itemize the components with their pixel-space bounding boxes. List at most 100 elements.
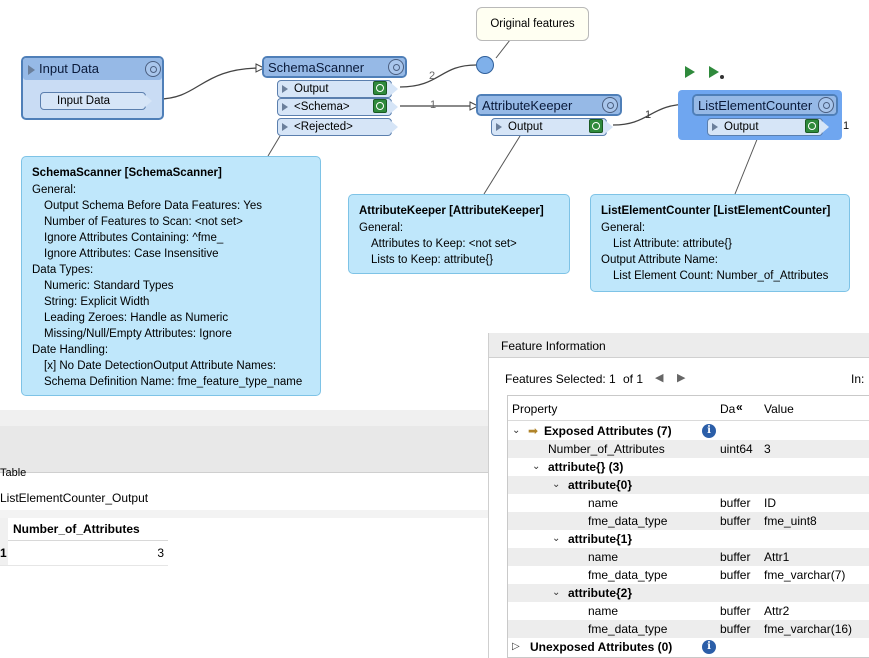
connection-count: 2 — [429, 70, 436, 82]
input-data-port[interactable]: Input Data — [40, 92, 152, 110]
selected-index: 1 — [609, 372, 616, 386]
property-name: name — [588, 604, 619, 618]
gear-icon[interactable] — [145, 61, 161, 77]
attribute-type: buffer — [720, 550, 751, 564]
run-to-icon[interactable] — [683, 64, 697, 80]
connection-lines — [157, 39, 759, 195]
attribute-type: uint64 — [720, 442, 753, 456]
input-data-transformer[interactable]: Input Data Input Data — [21, 56, 164, 120]
collapse-icon[interactable]: ⌄ — [532, 461, 541, 472]
tree-row[interactable]: ⌄ attribute{2} — [508, 584, 869, 602]
gear-icon[interactable] — [818, 97, 834, 113]
property-name: name — [588, 496, 619, 510]
attributekeeper-transformer[interactable]: AttributeKeeper — [476, 94, 622, 116]
listelementcounter-transformer[interactable]: ListElementCounter — [692, 94, 838, 116]
annotation-line: Ignore Attributes: Case Insensitive — [44, 248, 219, 260]
property-name: Unexposed Attributes (0) — [530, 640, 673, 654]
annotation-line: Data Types: — [32, 264, 94, 276]
attributekeeper-output-port[interactable]: Output — [491, 118, 613, 136]
annotation-line: General: — [601, 222, 646, 234]
property-name: Exposed Attributes (7) — [544, 424, 672, 438]
inspect-icon[interactable] — [373, 99, 387, 113]
attribute-value: fme_uint8 — [764, 514, 817, 528]
gear-icon[interactable] — [388, 59, 404, 75]
listelementcounter-title: ListElementCounter — [698, 98, 813, 113]
gear-icon[interactable] — [602, 97, 618, 113]
exposed-attributes-icon: ➡ — [528, 424, 539, 438]
schemascanner-schema-port[interactable]: <Schema> — [277, 98, 398, 116]
schemascanner-output-port[interactable]: Output — [277, 80, 398, 98]
tree-row[interactable]: ⌄ attribute{} (3) — [508, 458, 869, 476]
info-icon[interactable]: i — [702, 424, 716, 438]
property-name: attribute{2} — [568, 586, 633, 600]
inspect-icon[interactable] — [589, 119, 603, 133]
schemascanner-rejected-port[interactable]: <Rejected> — [277, 118, 398, 136]
type-column-header[interactable]: Da — [720, 402, 736, 416]
attribute-value: Attr2 — [764, 604, 790, 618]
dataset-tab[interactable]: ListElementCounter_Output — [0, 486, 488, 511]
annotation-line: String: Explicit Width — [44, 296, 150, 308]
property-name: attribute{} (3) — [548, 460, 624, 474]
cell-value: 3 — [157, 546, 164, 560]
inspect-icon[interactable] — [805, 119, 819, 133]
collapse-icon[interactable]: ⌄ — [552, 533, 561, 544]
inspect-icon[interactable] — [373, 81, 387, 95]
collapse-icon[interactable]: ⌄ — [552, 479, 561, 490]
attribute-value: 3 — [764, 442, 771, 456]
property-name: fme_data_type — [588, 514, 668, 528]
tree-row[interactable]: ▷ Unexposed Attributes (0) i — [508, 638, 869, 656]
expand-icon[interactable] — [28, 65, 35, 75]
property-column-header[interactable]: Property — [512, 402, 558, 416]
annotation-title: AttributeKeeper [AttributeKeeper] — [359, 205, 544, 217]
attribute-value: Attr1 — [764, 550, 790, 564]
collapse-icon[interactable]: ⌄ — [512, 425, 521, 436]
connection-count: 1 — [843, 120, 850, 132]
next-feature-icon[interactable]: ▶ — [677, 372, 686, 384]
collapse-columns-icon[interactable]: « — [736, 400, 743, 414]
tree-row[interactable]: ⌄attribute{0} — [508, 476, 869, 494]
info-icon[interactable]: i — [702, 640, 716, 654]
listelementcounter-annotation[interactable]: ListElementCounter [ListElementCounter] … — [590, 194, 850, 292]
listelementcounter-output-port[interactable]: Output — [707, 118, 829, 136]
run-from-icon[interactable] — [707, 64, 727, 80]
attribute-value: fme_varchar(16) — [764, 622, 853, 636]
annotation-line: Output Attribute Name: — [601, 254, 718, 266]
property-name: attribute{1} — [568, 532, 633, 546]
attribute-type: buffer — [720, 622, 751, 636]
attributekeeper-annotation[interactable]: AttributeKeeper [AttributeKeeper] Genera… — [348, 194, 570, 274]
table-row[interactable]: 1 3 — [0, 541, 168, 566]
annotation-line: Schema Definition Name: fme_feature_type… — [44, 376, 303, 388]
attribute-tree: Property Da « Value ⌄ ➡ Exposed Attributes… — [507, 395, 869, 658]
selected-total: of 1 — [623, 372, 644, 386]
previous-feature-icon[interactable]: ◀ — [655, 372, 664, 384]
annotation-title: ListElementCounter [ListElementCounter] — [601, 205, 831, 217]
input-data-title: Input Data — [39, 61, 99, 76]
collapse-icon[interactable]: ⌄ — [552, 587, 561, 598]
annotation-line: List Element Count: Number_of_Attributes — [613, 270, 829, 282]
features-selected-label: Features Selected: — [505, 372, 606, 386]
junction-node[interactable] — [476, 56, 494, 74]
table-view-panel: Table ListElementCounter_Output Number_o… — [0, 410, 488, 658]
expand-icon[interactable]: ▷ — [512, 641, 520, 652]
attribute-type: buffer — [720, 496, 751, 510]
schemascanner-title: SchemaScanner — [268, 60, 365, 75]
annotation-line: Numeric: Standard Types — [44, 280, 174, 292]
attributekeeper-title: AttributeKeeper — [482, 98, 573, 113]
value-column-header[interactable]: Value — [764, 402, 794, 416]
tree-row[interactable]: ⌄ attribute{1} — [508, 530, 869, 548]
column-header[interactable]: Number_of_Attributes — [8, 518, 168, 541]
schemascanner-transformer[interactable]: SchemaScanner — [262, 56, 407, 78]
annotation-title: SchemaScanner [SchemaScanner] — [32, 167, 222, 179]
tree-row[interactable]: ⌄ ➡ Exposed Attributes (7) i — [508, 422, 869, 440]
annotation-line: Leading Zeroes: Handle as Numeric — [44, 312, 229, 324]
in-label: In: — [851, 372, 865, 386]
schemascanner-annotation[interactable]: SchemaScanner [SchemaScanner] General:Ou… — [21, 156, 321, 396]
original-features-tooltip: Original features — [476, 7, 589, 41]
